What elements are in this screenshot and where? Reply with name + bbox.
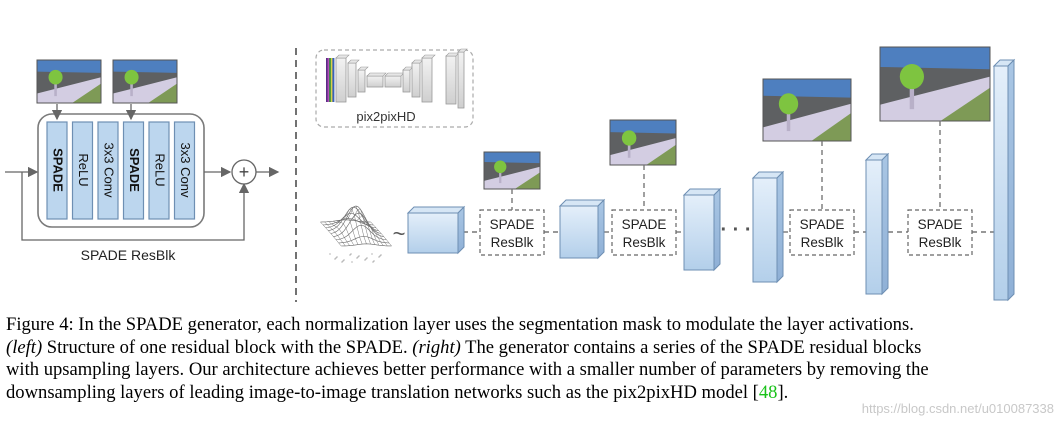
spade-resblk-box: SPADE ResBlk [479,209,545,256]
feature-map-cube [751,170,785,284]
ellipsis: · · · [720,219,751,241]
feature-map-cube [682,187,722,272]
caption-line-4: downsampling layers of leading image-to-… [6,381,789,403]
skip-connection [21,172,250,241]
resblk-label-line2: ResBlk [919,235,962,250]
segmentation-mask-image [609,119,677,166]
layer-label: ReLU [153,153,168,186]
layer-label: ReLU [76,153,91,186]
spade-resblk-box: SPADE ResBlk [907,209,973,256]
gaussian-noise-icon [320,205,392,263]
feature-map-cube [406,205,466,255]
feature-map-cube [864,152,890,296]
resblk-label-line1: SPADE [622,217,667,232]
resblk-layer: 3x3 Conv [97,121,119,220]
resblk-label-line2: ResBlk [801,235,844,250]
pix2pixhd-network-icon [326,48,468,109]
resblk-label-line1: SPADE [490,217,535,232]
resblk-layer: SPADE [122,121,145,220]
segmentation-mask-image [112,59,178,104]
layer-label: SPADE [127,148,142,192]
resblk-layer: ReLU [71,121,94,220]
watermark: https://blog.csdn.net/u010087338 [861,401,1054,416]
pix2pixhd-inset [315,49,474,128]
figure-caption: Figure 4: In the SPADE generator, each n… [6,314,1058,404]
layer-label: 3x3 Conv [102,143,117,198]
caption-line-3: with upsampling layers. Our architecture… [6,359,929,380]
add-symbol: + [239,162,250,182]
segmentation-mask-image [762,78,852,142]
spade-resblk-box: SPADE ResBlk [789,209,855,256]
caption-left-tag: (left) [6,336,43,358]
spade-resblk-box: SPADE ResBlk [611,209,677,256]
resblk-layer: 3x3 Conv [173,121,196,220]
resblk-label-line1: SPADE [800,217,845,232]
layer-label: 3x3 Conv [178,143,193,198]
resblk-label: SPADE ResBlk [81,247,177,263]
layer-label: SPADE [51,148,66,192]
pix2pixhd-label: pix2pixHD [356,109,415,124]
feature-map-cube [558,198,606,260]
segmentation-mask-image [36,59,102,104]
resblk-layer: SPADE [46,121,68,220]
resblk-layer: ReLU [148,121,170,220]
sampling-tilde: ~ [393,221,406,246]
segmentation-mask-image [879,46,991,122]
segmentation-mask-image [483,151,541,190]
resblk-label-line1: SPADE [918,217,963,232]
resblk-layers: SPADE ReLU 3x3 Conv SPADE ReLU 3x3 Conv [46,121,196,220]
feature-map-cube [992,58,1016,302]
caption-line-2: (left) Structure of one residual block w… [6,336,922,358]
caption-right-tag: (right) [412,336,461,358]
citation-link[interactable]: 48 [758,381,778,403]
resblk-label-line2: ResBlk [623,235,666,250]
resblk-label-line2: ResBlk [491,235,534,250]
caption-line-1: Figure 4: In the SPADE generator, each n… [6,314,914,335]
